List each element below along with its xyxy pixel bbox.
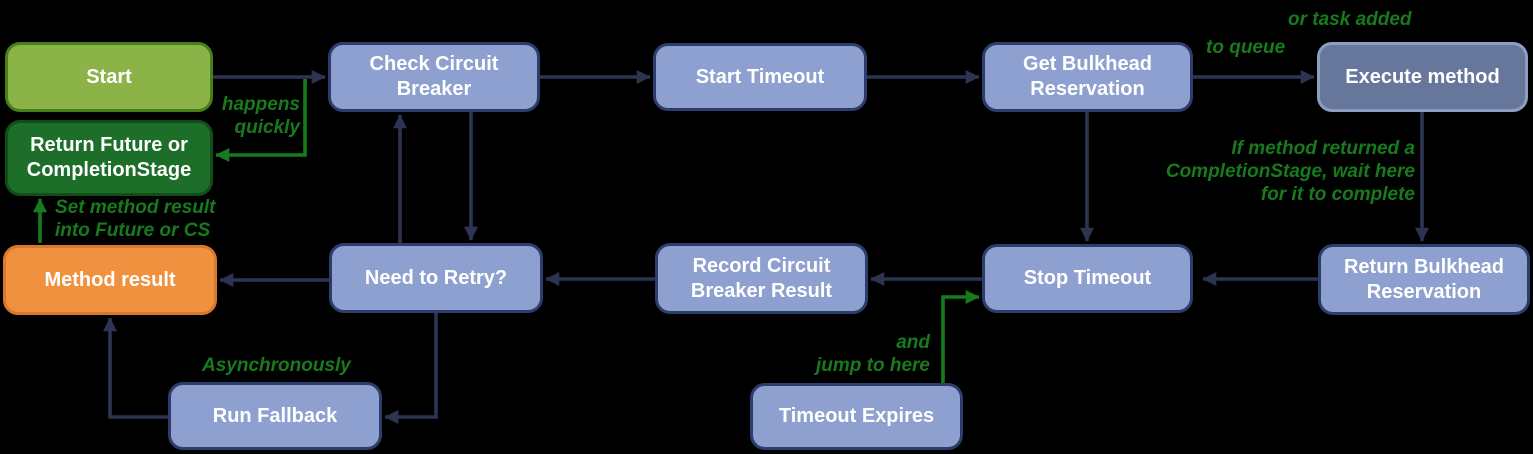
- annotation-to-queue: to queue: [1206, 37, 1286, 58]
- annotation-and-jump-to-here: and jump to here: [815, 332, 930, 376]
- node-record-circuit-breaker-result: Record Circuit Breaker Result: [655, 243, 868, 314]
- node-method-result: Method result: [3, 245, 217, 315]
- node-check-circuit-breaker: Check Circuit Breaker: [328, 42, 540, 112]
- node-label-need-to-retry: Need to Retry?: [364, 266, 508, 289]
- node-return-bulkhead-reservation: Return Bulkhead Reservation: [1318, 244, 1530, 315]
- node-label-record-circuit-breaker-result: Record Circuit Breaker Result: [690, 254, 833, 302]
- node-start: Start: [5, 42, 213, 112]
- arrow-start-branch-to-return-future: [215, 79, 307, 162]
- node-label-timeout-expires: Timeout Expires: [778, 405, 935, 427]
- node-label-method-result: Method result: [44, 268, 176, 291]
- node-execute-method: Execute method: [1317, 42, 1528, 112]
- node-return-future: Return Future or CompletionStage: [5, 120, 213, 196]
- arrow-run-fallback-to-method-result: [103, 317, 168, 419]
- node-get-bulkhead-reservation: Get Bulkhead Reservation: [982, 42, 1193, 112]
- node-label-stop-timeout: Stop Timeout: [1023, 267, 1152, 289]
- node-label-execute-method: Execute method: [1345, 65, 1500, 88]
- node-label-start: Start: [86, 65, 132, 88]
- node-need-to-retry: Need to Retry?: [329, 243, 543, 313]
- annotation-asynchronously: Asynchronously: [202, 355, 351, 376]
- node-label-start-timeout: Start Timeout: [695, 65, 825, 88]
- annotation-happens-quickly: happens quickly: [221, 94, 300, 138]
- arrow-timeout-expires-to-stop-timeout: [941, 290, 980, 383]
- arrow-need-to-retry-to-run-fallback: [384, 313, 438, 424]
- node-run-fallback: Run Fallback: [168, 382, 382, 450]
- annotation-completionstage-note: If method returned a CompletionStage, wa…: [1165, 138, 1415, 205]
- node-stop-timeout: Stop Timeout: [982, 244, 1193, 313]
- node-label-return-bulkhead-reservation: Return Bulkhead Reservation: [1343, 255, 1505, 303]
- node-timeout-expires: Timeout Expires: [750, 383, 963, 450]
- node-label-return-future: Return Future or CompletionStage: [26, 134, 192, 181]
- node-start-timeout: Start Timeout: [653, 43, 867, 111]
- node-label-run-fallback: Run Fallback: [212, 404, 338, 427]
- node-label-get-bulkhead-reservation: Get Bulkhead Reservation: [1023, 53, 1152, 100]
- annotation-set-method-result: Set method result into Future or CS: [55, 197, 216, 241]
- annotation-or-task-added: or task added: [1288, 9, 1412, 30]
- node-label-check-circuit-breaker: Check Circuit Breaker: [369, 53, 499, 100]
